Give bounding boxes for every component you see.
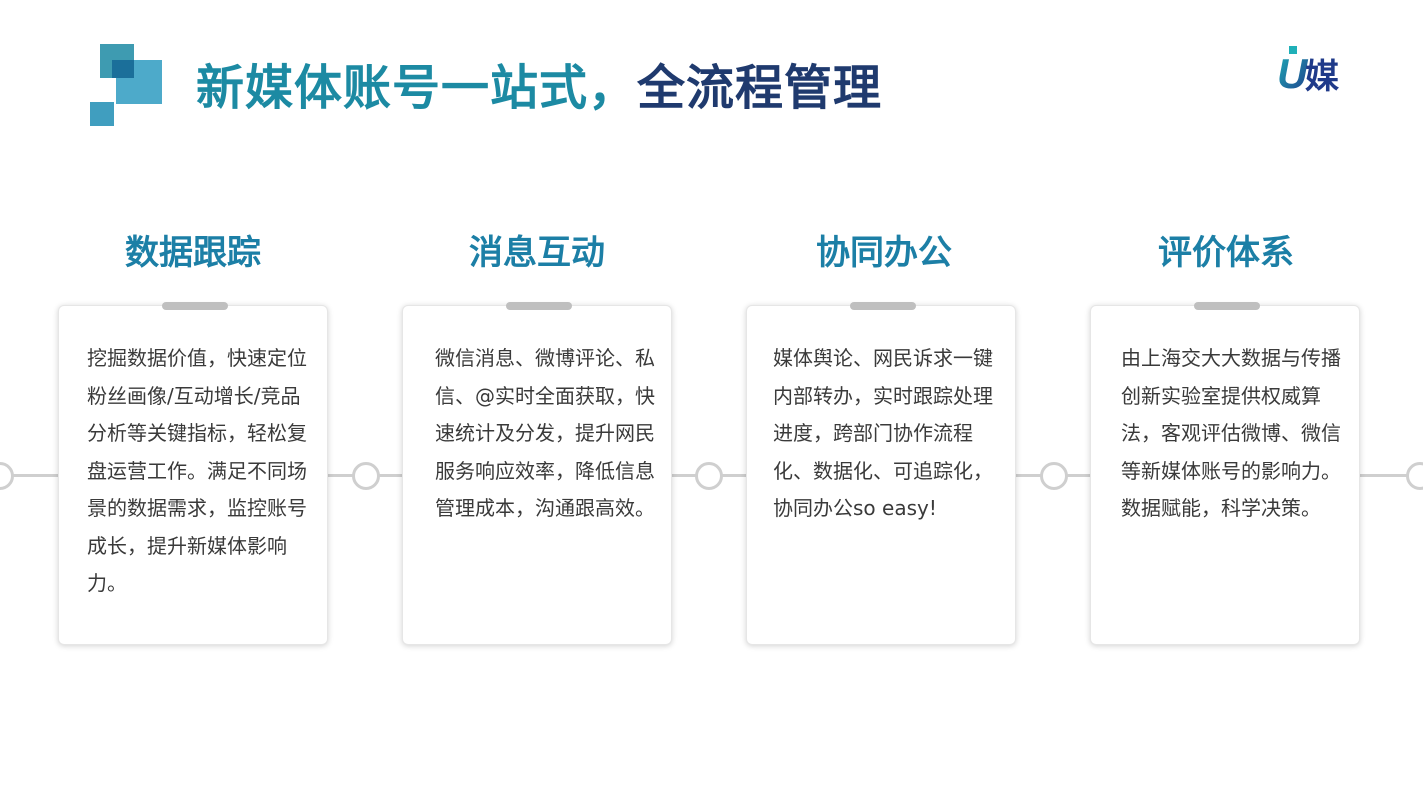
- card-data-tracking: 挖掘数据价值，快速定位粉丝画像/互动增长/竞品分析等关键指标，轻松复盘运营工作。…: [58, 302, 328, 645]
- timeline-node: [695, 462, 723, 490]
- card-evaluation-system: 由上海交大大数据与传播创新实验室提供权威算法，客观评估微博、微信等新媒体账号的影…: [1090, 302, 1360, 645]
- brand-logo: U 媒: [1277, 46, 1340, 97]
- timeline-node: [1406, 462, 1423, 490]
- card-tab: [850, 302, 916, 310]
- card-message-interaction: 微信消息、微博评论、私信、@实时全面获取，快速统计及分发，提升网民服务响应效率，…: [402, 302, 672, 645]
- timeline-node: [1040, 462, 1068, 490]
- card-text: 媒体舆论、网民诉求一键内部转办，实时跟踪处理进度，跨部门协作流程化、数据化、可追…: [773, 346, 993, 520]
- svg-text:媒: 媒: [1305, 57, 1340, 97]
- card-tab: [162, 302, 228, 310]
- page-title-part1: 新媒体账号一站式，: [196, 60, 638, 116]
- card-collaborative-office: 媒体舆论、网民诉求一键内部转办，实时跟踪处理进度，跨部门协作流程化、数据化、可追…: [746, 302, 1016, 645]
- timeline-node: [352, 462, 380, 490]
- page-title: 新媒体账号一站式，全流程管理: [196, 56, 882, 120]
- card-title-data-tracking: 数据跟踪: [125, 233, 261, 273]
- card-tab: [1194, 302, 1260, 310]
- card-title-message-interaction: 消息互动: [469, 233, 605, 273]
- page-title-part2: 全流程管理: [637, 60, 883, 116]
- card-title-evaluation-system: 评价体系: [1158, 233, 1294, 273]
- svg-text:U: U: [1277, 50, 1309, 97]
- card-text: 由上海交大大数据与传播创新实验室提供权威算法，客观评估微博、微信等新媒体账号的影…: [1121, 346, 1341, 520]
- card-title-collaborative-office: 协同办公: [816, 233, 952, 273]
- card-tab: [506, 302, 572, 310]
- card-text: 微信消息、微博评论、私信、@实时全面获取，快速统计及分发，提升网民服务响应效率，…: [435, 346, 655, 520]
- logo-squares-icon: [90, 44, 162, 126]
- timeline-node: [0, 462, 14, 490]
- card-text: 挖掘数据价值，快速定位粉丝画像/互动增长/竞品分析等关键指标，轻松复盘运营工作。…: [87, 346, 307, 595]
